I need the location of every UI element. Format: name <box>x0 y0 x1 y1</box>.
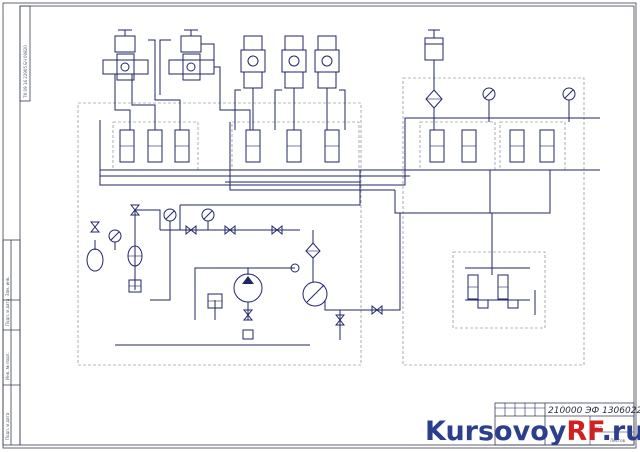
valve-group-3 <box>429 129 477 163</box>
line-valve-1 <box>185 224 197 236</box>
line-valve-5 <box>129 204 141 216</box>
actuator-vertical-1 <box>240 35 266 98</box>
relief-valve-2 <box>207 293 223 309</box>
control-block-boundary <box>452 251 546 329</box>
left-side-strip: Зам. инв. Подп. и дата Инв. № подл. Подп… <box>2 239 21 446</box>
watermark-part-1: Kursovoy <box>425 416 567 447</box>
vertical-title-box: ТК 09 16 22905 БЧ 00820 <box>19 5 31 102</box>
watermark-part-3: .ru <box>602 416 640 447</box>
actuator-vertical-2 <box>281 35 307 98</box>
hydraulic-motor <box>302 281 328 307</box>
line-valve-2 <box>224 224 236 236</box>
line-valve-7 <box>242 309 254 321</box>
actuator-horizontal-1 <box>102 29 149 81</box>
sheets-label-text: Листов <box>610 438 626 443</box>
control-block-internals <box>467 274 519 309</box>
sheet-label-text: Лист <box>592 425 603 430</box>
side-label-2: Подп. и дата <box>5 298 10 326</box>
line-valve-6 <box>89 221 101 233</box>
side-label-4: Подп. и дата <box>5 412 10 440</box>
actuator-vertical-right <box>424 29 444 90</box>
line-valve-3 <box>271 224 283 236</box>
accumulator-1 <box>86 248 104 272</box>
accumulator-2 <box>127 245 143 267</box>
line-valve-8 <box>334 314 346 326</box>
valve-group-1 <box>119 129 190 163</box>
side-label-1: Зам. инв. <box>5 277 10 296</box>
side-label-3: Инв. № подл. <box>5 352 10 380</box>
pipe-network <box>94 39 600 346</box>
line-valve-4 <box>371 304 383 316</box>
watermark-part-2: RF <box>566 416 604 447</box>
relief-valve-1 <box>128 279 142 293</box>
valve-block-2-boundary <box>231 121 360 171</box>
filter-station <box>305 242 321 259</box>
vertical-title-text: ТК 09 16 22905 БЧ 00820 <box>23 45 28 99</box>
watermark-logo: KursovoyRF.ru <box>425 416 640 447</box>
valve-group-4 <box>509 129 555 163</box>
stamp-code-text: 210000 ЭФ 1306022 36 КР 3Б <box>548 406 640 416</box>
actuator-vertical-3 <box>314 35 340 98</box>
title-block: 210000 ЭФ 1306022 36 КР 3Б Лист Листов <box>494 402 640 446</box>
main-pump <box>233 273 263 340</box>
sheet-inner-frame <box>19 5 635 446</box>
right-unit-boundary <box>402 77 585 366</box>
indicator-circle <box>290 263 300 273</box>
